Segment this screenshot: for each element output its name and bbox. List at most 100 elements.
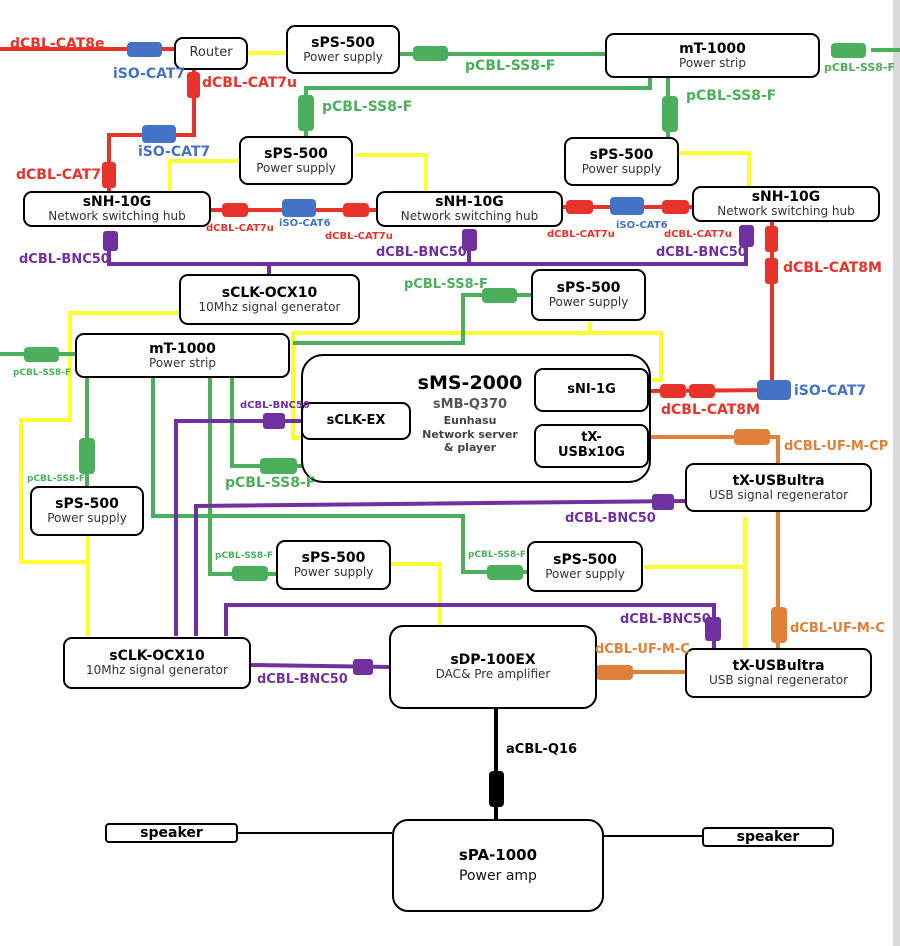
cable-label: dCBL-UF-M-C (595, 642, 690, 657)
dc-hub2 (355, 153, 428, 192)
device-title: sPS-500 (55, 496, 119, 513)
device-subtitle: 10Mhz signal generator (198, 299, 341, 314)
mt-top-box[interactable]: mT-1000 Power strip (605, 33, 820, 78)
device-title: sDP-100EX (450, 652, 536, 669)
speaker-right-box[interactable]: speaker (702, 827, 834, 847)
cable-label: dCBL-CAT7u (664, 229, 732, 240)
sps-mid-box[interactable]: sPS-500 Power supply (276, 540, 391, 590)
usb-plug (771, 607, 787, 643)
device-subtitle: Power supply (256, 160, 336, 175)
sms-brand: Eunhasu (443, 414, 497, 428)
usbultra2-box[interactable]: tX-USBultra USB signal regenerator (685, 648, 872, 698)
router-title: Router (189, 45, 233, 61)
cable-label: dCBL-BNC50 (565, 511, 656, 526)
cable-plug (187, 72, 200, 98)
dc-sdp (390, 562, 442, 626)
sms-title: sMS-2000 (417, 372, 523, 394)
cable-label: dCBL-BNC50 (656, 245, 747, 260)
device-title: sCLK-EX (326, 412, 386, 428)
cable-label: pCBL-SS8-F (404, 277, 488, 292)
isolator-label: iSO-CAT6 (616, 220, 668, 231)
dc-server (291, 322, 592, 440)
cable-label: pCBL-SS8-F (322, 99, 413, 115)
cable-label: dCBL-CAT8M (783, 260, 882, 276)
cable-plug (102, 162, 116, 188)
cable-label: dCBL-UF-M-CP (784, 439, 889, 454)
power-plug (24, 347, 59, 362)
device-title: speaker (140, 824, 203, 841)
sps-server-box[interactable]: sPS-500 Power supply (531, 269, 646, 321)
cable-label: dCBL-CAT8M (661, 402, 760, 418)
clock-plug (652, 494, 674, 510)
device-title: sPS-500 (553, 551, 617, 568)
device-title: mT-1000 (149, 340, 216, 357)
usbultra1-box[interactable]: tX-USBultra USB signal regenerator (685, 463, 872, 512)
cable-label: pCBL-SS8-F (465, 58, 556, 74)
usb-plug (596, 665, 633, 680)
device-title: sCLK-OCX10 (109, 648, 205, 665)
isolator-plug (282, 199, 316, 217)
device-title: speaker (736, 828, 800, 845)
sps-top-box[interactable]: sPS-500 Power supply (286, 25, 400, 74)
cable-label: dCBL-BNC50 (19, 252, 110, 267)
sps-left-box[interactable]: sPS-500 Power supply (30, 486, 144, 536)
sps-right-box[interactable]: sPS-500 Power supply (527, 541, 643, 592)
device-title: sPS-500 (264, 145, 328, 162)
snh-hub1-box[interactable]: sNH-10G Network switching hub (23, 191, 211, 227)
isolator-plug (142, 125, 176, 143)
device-subtitle: Power supply (545, 566, 625, 581)
cable-label: pCBL-SS8-F (824, 61, 895, 74)
power-plug (298, 95, 314, 131)
sdp-100ex-box[interactable]: sDP-100EX DAC& Pre amplifier (389, 625, 597, 709)
isolator-label: iSO-CAT7 (138, 144, 211, 160)
tx-usbx10g-box[interactable]: tX- USBx10G (534, 424, 649, 468)
cable-label: dCBL-UF-M-C (790, 621, 885, 636)
power-mt-right2 (151, 377, 527, 574)
sms-desc: Network server (422, 427, 518, 441)
sclk-ex-box[interactable]: sCLK-EX (301, 402, 411, 440)
device-subtitle: USB signal regenerator (708, 673, 849, 688)
isolator-label: iSO-CAT6 (279, 218, 331, 229)
speaker-left-box[interactable]: speaker (105, 823, 238, 843)
cable-label: dCBL-BNC50 (240, 400, 310, 411)
dc-hub1 (168, 159, 240, 192)
cable-plug (343, 203, 369, 217)
clock-plug (705, 617, 721, 641)
device-subtitle: Power supply (303, 49, 383, 64)
audio-plug (489, 771, 504, 807)
device-subtitle: DAC& Pre amplifier (435, 667, 551, 682)
power-plug (831, 43, 866, 58)
router-box[interactable]: Router (174, 37, 248, 70)
sps-hub3-box[interactable]: sPS-500 Power supply (564, 137, 679, 186)
cable-label: aCBL-Q16 (506, 742, 578, 757)
sps-hub1-box[interactable]: sPS-500 Power supply (239, 136, 353, 185)
sni-1g-box[interactable]: sNI-1G (534, 368, 649, 412)
device-title-line2: USBx10G (558, 445, 625, 460)
cable-plug (222, 203, 248, 217)
device-title: sCLK-OCX10 (221, 284, 318, 301)
isolator-label: iSO-CAT7 (113, 66, 186, 82)
sclk-bottom-box[interactable]: sCLK-OCX10 10Mhz signal generator (63, 637, 251, 689)
power-plug (662, 96, 678, 132)
device-title: sPA-1000 (458, 845, 538, 864)
device-subtitle: 10Mhz signal generator (86, 663, 228, 678)
window-border (893, 0, 900, 946)
isolator-plug (610, 197, 644, 215)
cable-label: pCBL-SS8-F (225, 475, 316, 491)
cable-label: pCBL-SS8-F (27, 474, 86, 484)
dc-hub3 (678, 151, 751, 186)
snh-hub2-box[interactable]: sNH-10G Network switching hub (376, 191, 563, 227)
cable-label: dCBL-CAT7u (206, 223, 274, 234)
isolator-label: iSO-CAT7 (794, 383, 867, 399)
mt-mid-box[interactable]: mT-1000 Power strip (75, 333, 290, 378)
clock-plug (353, 659, 373, 675)
spa-1000-box[interactable]: sPA-1000 Power amp (392, 819, 604, 912)
device-title: sPS-500 (311, 34, 375, 51)
cable-label: dCBL-BNC50 (620, 612, 711, 627)
snh-hub3-box[interactable]: sNH-10G Network switching hub (692, 186, 880, 222)
cable-label: dCBL-CAT7u (202, 75, 297, 91)
device-title: tX-USBultra (732, 658, 825, 675)
sclk-top-box[interactable]: sCLK-OCX10 10Mhz signal generator (179, 274, 360, 325)
power-plug (79, 438, 95, 474)
device-title: sPS-500 (556, 280, 621, 297)
